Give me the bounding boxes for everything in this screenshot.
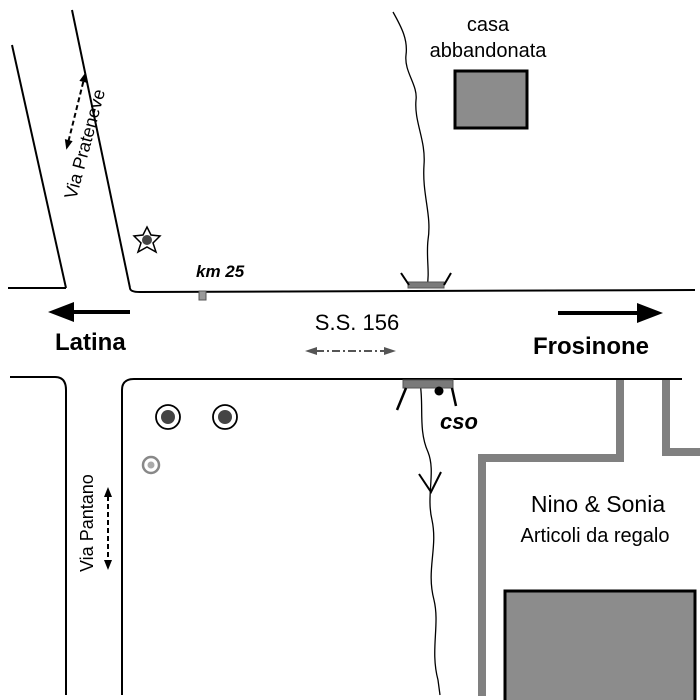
latina-arrow-icon: [48, 302, 130, 322]
shop-building: [503, 589, 697, 700]
house-label-line2: abbandonata: [430, 40, 548, 62]
cso-label: cso: [440, 409, 478, 434]
km-marker-icon: [198, 290, 207, 301]
frosinone-arrow-icon: [558, 303, 663, 323]
bush-icon: [141, 455, 161, 475]
via-prateneve-arrow-icon: [64, 72, 88, 150]
tree-icon: [132, 225, 162, 254]
road-arrow-icon: [305, 347, 396, 355]
ss156-road: [8, 287, 696, 380]
frosinone-label: Frosinone: [533, 333, 649, 360]
via-pantano-arrow-icon: [104, 487, 112, 570]
road-label: S.S. 156: [315, 310, 399, 335]
shop-name: Nino & Sonia: [531, 491, 665, 517]
shop-block-walls: [478, 380, 700, 696]
tree-icon: [212, 404, 238, 430]
stream-flow-arrowhead-icon: [418, 471, 442, 494]
south-bridge: [395, 379, 458, 411]
incident-dot-icon: [434, 386, 444, 396]
north-bridge: [400, 272, 452, 289]
via-pantano-label: Via Pantano: [77, 474, 97, 572]
stream-south: [419, 382, 441, 696]
via-prateneve-road: [11, 9, 131, 289]
km-label: km 25: [196, 262, 245, 281]
abandoned-house: [453, 69, 529, 130]
tree-icon: [155, 404, 181, 430]
latina-label: Latina: [55, 329, 126, 356]
shop-description: Articoli da regalo: [521, 525, 670, 547]
stream-north: [392, 11, 430, 288]
house-label-line1: casa: [467, 14, 510, 36]
via-pantano-road: [10, 376, 135, 695]
